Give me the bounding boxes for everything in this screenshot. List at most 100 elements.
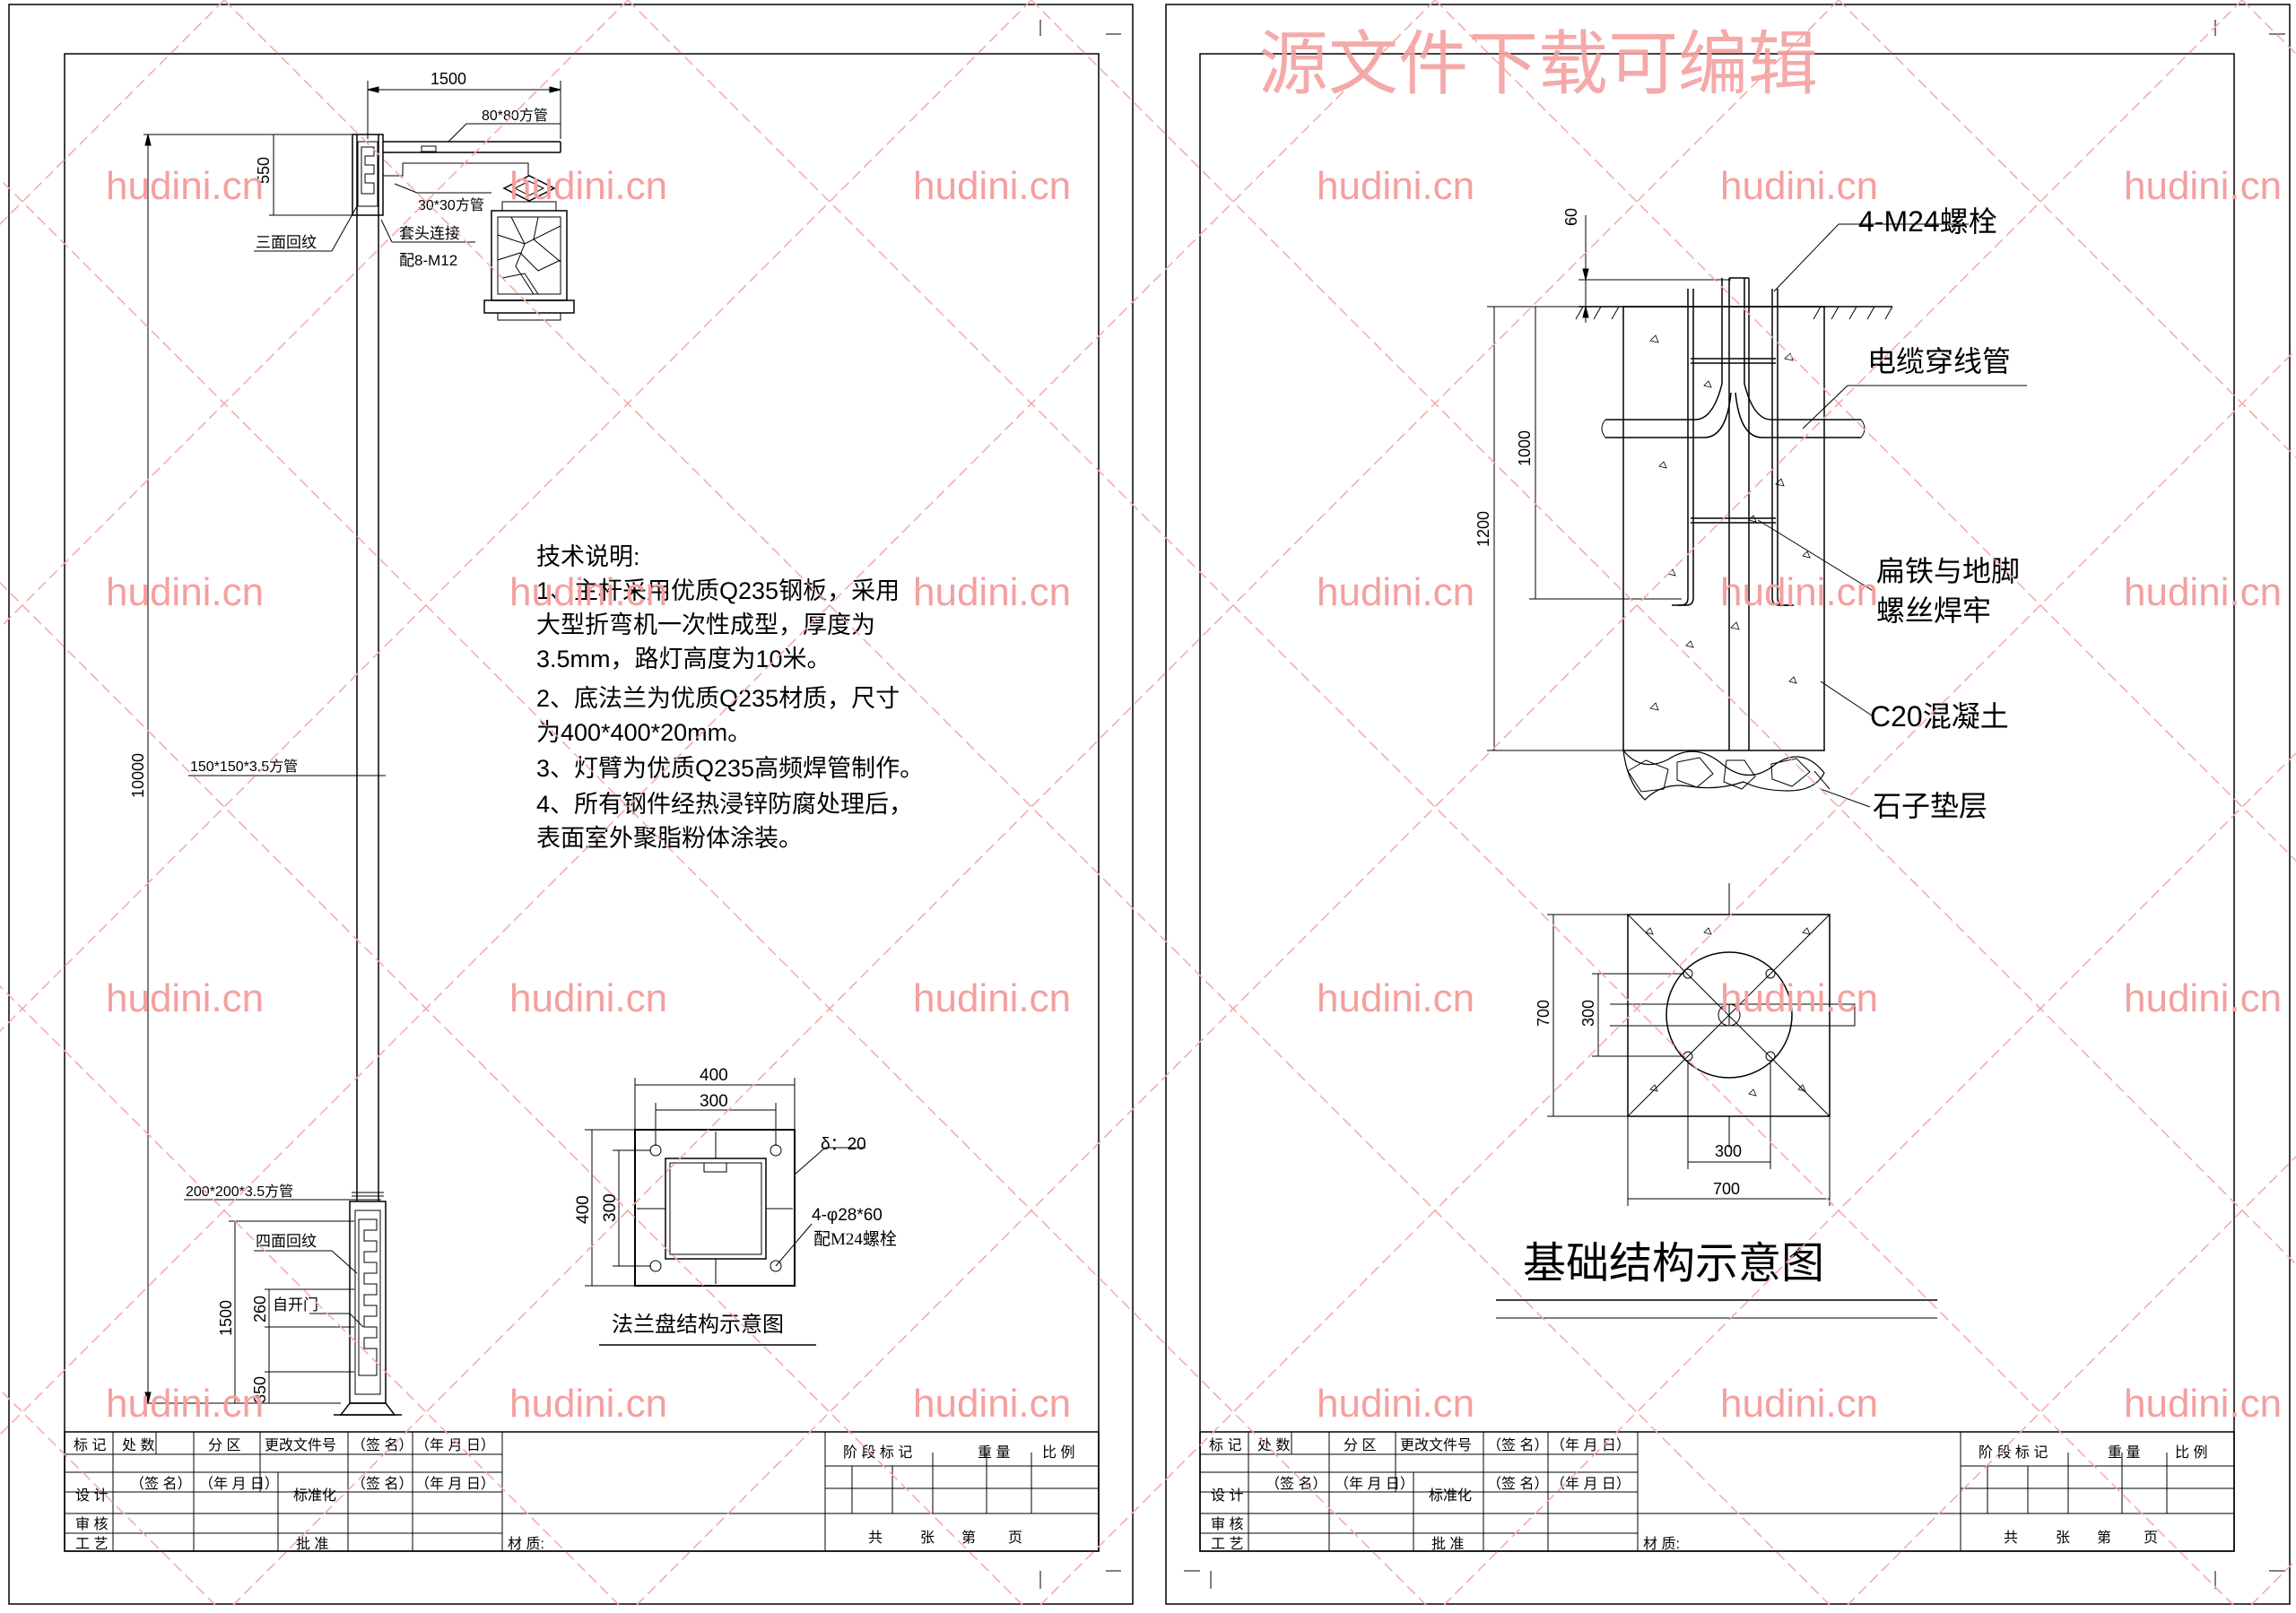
watermark-tile-text: hudini.cn (913, 976, 1071, 1020)
watermark-line (0, 0, 225, 226)
watermark-tile-text: hudini.cn (1317, 1382, 1474, 1426)
label-anchor-bolts: 4-M24螺栓 (1858, 205, 1997, 238)
tb1-change-doc: 更改文件号 (265, 1437, 336, 1453)
dim-depth-1200: 1200 (1474, 511, 1492, 547)
label-weld-1: 扁铁与地脚 (1876, 555, 2020, 587)
dim-bottom-height: 350 (251, 1376, 269, 1403)
tb1-date: （年 月 日） (415, 1437, 495, 1453)
notes-line-2: 大型折弯机一次性成型，厚度为 (536, 611, 875, 638)
watermark-line (627, 0, 2238, 1609)
foundation-title: 基础结构示意图 (1523, 1240, 1824, 1288)
tb1-material: 材 质: (508, 1536, 544, 1552)
label-m12-bolts: 配8-M12 (399, 252, 457, 269)
watermark-tile-text: hudini.cn (2124, 164, 2282, 208)
watermark-line (1434, 0, 2296, 863)
watermark-tile-text: hudini.cn (2124, 570, 2282, 614)
title-block-2 (1199, 1431, 2235, 1552)
plan-outer-h: 700 (1713, 1180, 1740, 1198)
watermark-tile-text: hudini.cn (106, 1382, 264, 1426)
watermark-tile-text: hudini.cn (509, 164, 667, 208)
tb1-scale: 比 例 (1042, 1444, 1074, 1461)
watermark-tile-text: hudini.cn (1317, 976, 1474, 1020)
pole-dimension-texts: 1500 80*80方管 550 30*30方管 三面回纹 套头连接 配8-M1… (129, 70, 548, 1403)
flange-outer-v-dim: 400 (574, 1195, 593, 1224)
label-sleeve: 套头连接 (399, 225, 460, 242)
tb2-sign: （签 名） (1487, 1437, 1548, 1453)
foundation-plan-dims (1547, 914, 1831, 1206)
dim-arm-height: 550 (255, 157, 273, 184)
tb1-approve: 批 准 (296, 1536, 328, 1552)
notes-title: 技术说明: (536, 543, 640, 570)
pole-dimension-lines (144, 81, 561, 1404)
dim-top-60: 60 (1562, 208, 1580, 226)
tb1-sign: （签 名） (352, 1437, 413, 1453)
tb1-total: 共 (868, 1530, 883, 1546)
dim-arm-pipe: 80*80方管 (482, 108, 548, 124)
tb1-review: 审 核 (75, 1516, 108, 1532)
dim-base-pipe: 200*200*3.5方管 (186, 1184, 293, 1200)
watermark-tiles: hudini.cn hudini.cn hudini.cn hudini.cn hudi… (106, 164, 2282, 1426)
dim-total-height: 10000 (129, 753, 147, 798)
watermark-line (632, 0, 2243, 1609)
watermark-tile-text: hudini.cn (913, 1382, 1071, 1426)
foundation-dim-lines (1487, 215, 2027, 808)
foundation-dim-texts: 60 1000 1200 (1474, 208, 1580, 547)
watermark-line (223, 0, 1834, 1609)
notes-line-6: 3、灯臂为优质Q235高频焊管制作。 (536, 755, 924, 782)
technical-notes: 技术说明: 1、主杆采用优质Q235钢板，采用 大型折弯机一次性成型，厚度为 3… (536, 543, 924, 852)
tb2-review: 审 核 (1211, 1516, 1243, 1532)
flange-caption: 法兰盘结构示意图 (612, 1313, 784, 1337)
tb2-date-2: （年 月 日） (1335, 1476, 1414, 1492)
tb1-process: 工 艺 (75, 1536, 108, 1552)
watermark-tile-text: hudini.cn (1317, 164, 1474, 208)
label-four-side: 四面回纹 (256, 1233, 317, 1250)
tb1-page: 页 (1008, 1531, 1022, 1546)
watermark-line (1031, 0, 2296, 1266)
watermark-line (0, 984, 623, 1609)
watermark-tile-text: hudini.cn (1720, 164, 1878, 208)
tb2-material: 材 质: (1643, 1536, 1680, 1552)
tb2-sign-2: （签 名） (1265, 1476, 1326, 1492)
dim-anchor-1000: 1000 (1516, 430, 1534, 466)
watermark-line (0, 0, 629, 629)
tb1-standard: 标准化 (293, 1487, 336, 1504)
watermark-tile-text: hudini.cn (913, 570, 1071, 614)
tb1-date-3: （年 月 日） (415, 1476, 495, 1492)
tb2-zone: 分 区 (1344, 1437, 1376, 1453)
watermark-line (1843, 1155, 2296, 1609)
watermark-line (1036, 348, 2296, 1609)
tb2-design: 设 计 (1211, 1487, 1243, 1504)
watermark-line (1439, 751, 2296, 1609)
flange-outer-dim: 400 (700, 1066, 728, 1085)
plan-outer-v: 700 (1535, 1000, 1552, 1027)
label-weld-2: 螺丝焊牢 (1876, 594, 1991, 627)
tb1-zone: 分 区 (208, 1437, 240, 1453)
watermark-line (2247, 1558, 2296, 1609)
label-gravel: 石子垫层 (1873, 790, 1987, 822)
tb1-sign-2: （签 名） (130, 1476, 191, 1492)
watermark-line (1838, 0, 2296, 459)
watermark-line (0, 1388, 220, 1609)
tb2-date: （年 月 日） (1551, 1437, 1631, 1453)
tb2-scale: 比 例 (2175, 1444, 2207, 1461)
pole-elevation (334, 134, 575, 1416)
tb1-sheets: 张 (920, 1530, 935, 1546)
title-block-2-texts: 标 记 处 数 分 区 更改文件号 （签 名） （年 月 日） 设 计 （签 名… (1209, 1437, 2207, 1552)
tb2-mark: 标 记 (1209, 1437, 1241, 1453)
tb1-weight: 重 量 (978, 1444, 1010, 1461)
tb1-count: 处 数 (122, 1437, 154, 1453)
watermark-tile-text: hudini.cn (1317, 570, 1474, 614)
foundation-plan-texts: 700 300 300 700 (1535, 1000, 1742, 1198)
dim-arm-length: 1500 (430, 70, 466, 88)
flange-texts: 400 300 400 300 δ：20 4-φ28*60 配M24螺栓 法兰盘… (574, 1066, 897, 1337)
watermark-line (0, 0, 1436, 1436)
watermark-line (0, 0, 1032, 1033)
tb1-design: 设 计 (75, 1487, 108, 1504)
watermark-tile-text: hudini.cn (509, 1382, 667, 1426)
tb1-sign-3: （签 名） (352, 1476, 413, 1492)
notes-line-8: 表面室外聚脂粉体涂装。 (536, 825, 803, 852)
watermark-top-text: 源文件下载可编辑 (1258, 24, 1818, 103)
tb2-weight: 重 量 (2108, 1444, 2140, 1461)
